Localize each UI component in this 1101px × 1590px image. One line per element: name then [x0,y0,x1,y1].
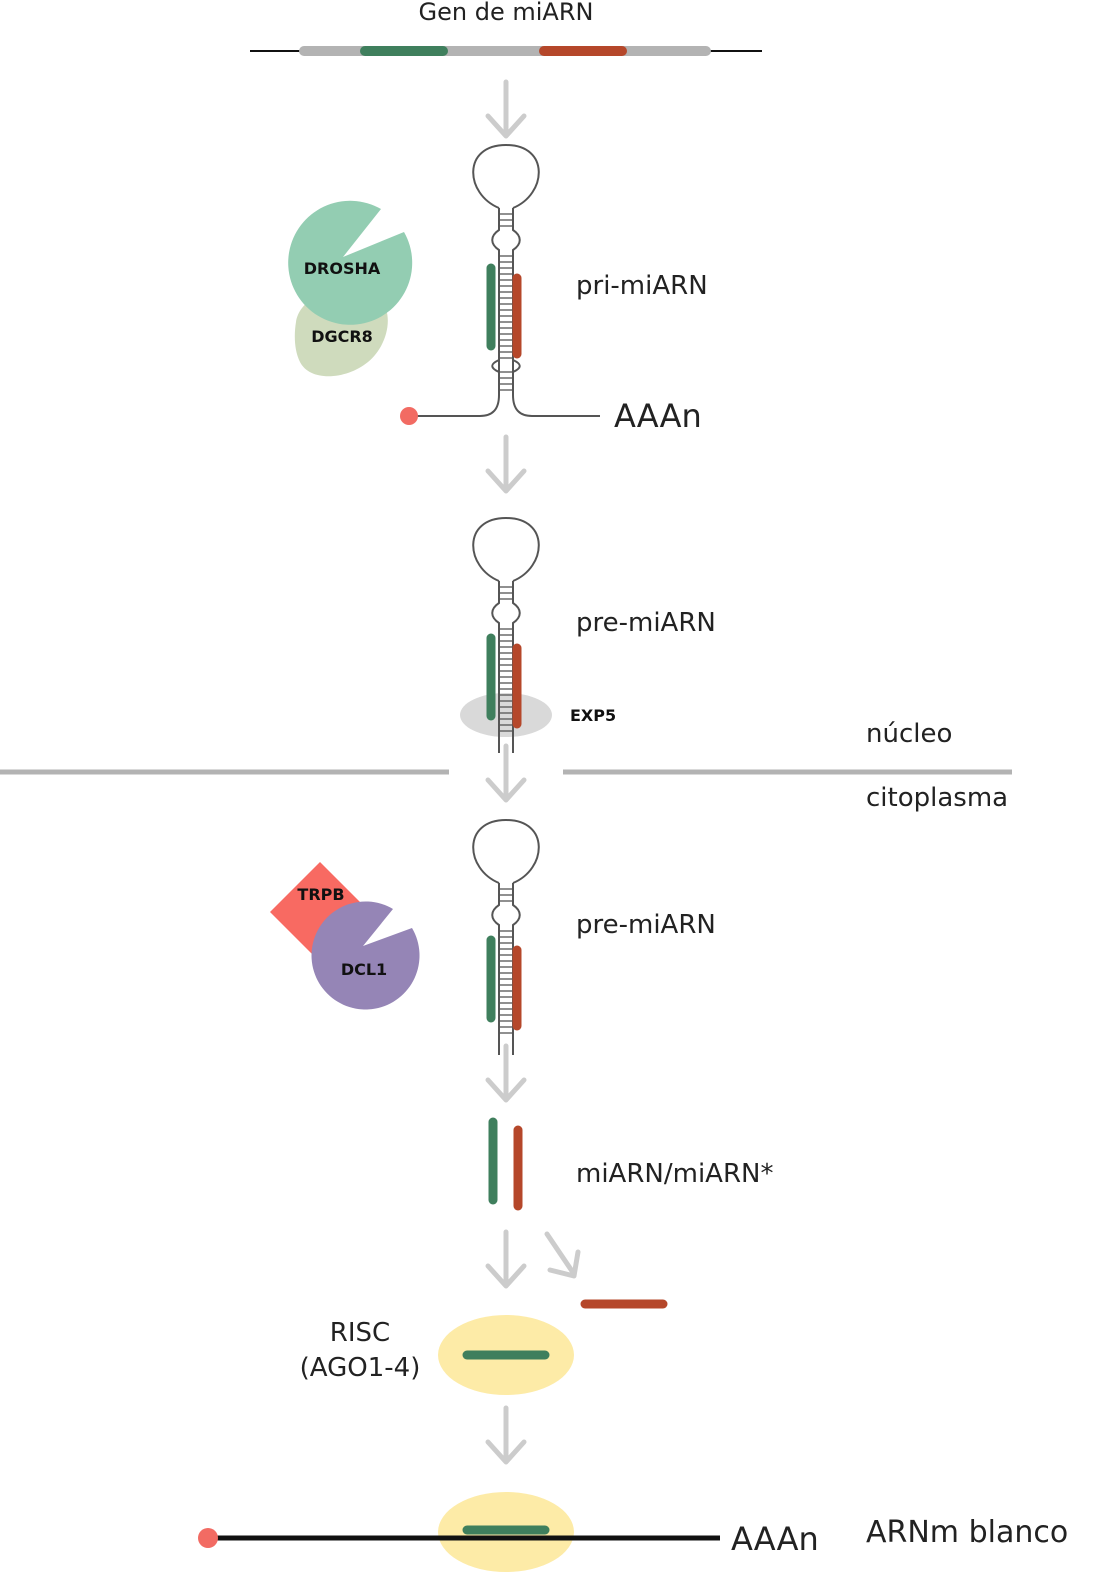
poly-a-label: AAAn [614,397,702,435]
gene-label: Gen de miARN [419,0,594,26]
arrow-export [488,746,524,800]
exp5-label: EXP5 [570,706,616,725]
exp5-protein [460,693,552,737]
mirna-duplex [488,1117,523,1211]
pre-mirna-strands-nucleus [486,633,522,729]
duplex-label: miARN/miARN* [576,1159,773,1189]
target-poly-a-label: AAAn [731,1520,819,1558]
svg-text:DCL1: DCL1 [341,960,387,979]
arrow-dicer-cleavage [488,1046,524,1100]
ago-label: (AGO1-4) [300,1353,421,1383]
pre-mirna-label-cytoplasm: pre-miARN [576,910,716,940]
pri-mirna-hairpin [400,144,600,425]
arrow-target-binding [488,1408,524,1462]
pre-mirna-label-nucleus: pre-miARN [576,608,716,638]
target-cap-icon [198,1528,218,1548]
svg-text:DROSHA: DROSHA [304,259,381,278]
target-mrna-label: ARNm blanco [866,1515,1068,1550]
arrow-star-degradation [544,1231,581,1279]
cytoplasm-label: citoplasma [866,783,1008,813]
arrow-drosha-cleavage [488,437,524,491]
dcl1-protein: DCL1 [311,901,420,1010]
nucleus-label: núcleo [866,719,952,749]
cap-icon [400,407,418,425]
pre-mirna-strands-cytoplasm [486,935,522,1031]
arrow-transcription [488,82,524,136]
drosha-protein: DROSHA [288,200,413,325]
svg-text:TRPB: TRPB [297,885,344,904]
pre-mirna-hairpin-cytoplasm [472,819,540,1056]
svg-text:DGCR8: DGCR8 [311,327,373,346]
risc-complex [438,1315,574,1395]
pri-mirna-label: pri-miARN [576,271,708,301]
risc-label: RISC [330,1318,390,1348]
arrow-risc-loading [488,1232,524,1286]
